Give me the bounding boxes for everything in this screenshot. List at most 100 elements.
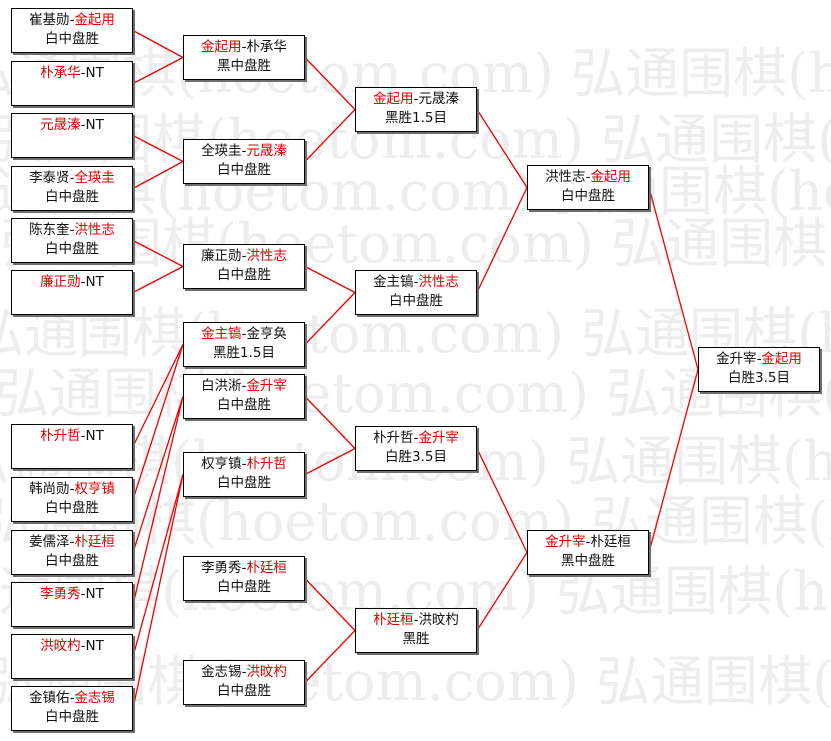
player-one: 白洪淅 bbox=[201, 378, 242, 394]
player-two: NT bbox=[85, 65, 104, 81]
match-players: 韩尚勋-权亨镇 bbox=[12, 480, 132, 499]
player-one: 廉正勋 bbox=[40, 274, 81, 290]
round1-match-box: 陈东奎-洪性志白中盘胜 bbox=[11, 218, 133, 263]
player-one: 金志锡 bbox=[201, 664, 242, 680]
bracket-connector-line bbox=[132, 344, 184, 447]
match-players: 权亨镇-朴升哲 bbox=[184, 455, 304, 474]
player-two: 金亨奂 bbox=[246, 326, 287, 342]
player-two: NT bbox=[85, 428, 104, 444]
round2-match-box: 全瑛圭-元晟溱白中盘胜 bbox=[183, 139, 305, 184]
separator: - bbox=[241, 664, 247, 680]
bracket-connector-line bbox=[304, 578, 356, 631]
separator: - bbox=[69, 170, 75, 186]
separator: - bbox=[241, 143, 247, 159]
round1-match-box: 金镇佑-金志锡白中盘胜 bbox=[11, 686, 133, 731]
separator: - bbox=[413, 612, 419, 628]
round2-match-box: 金起用-朴承华黑中盘胜 bbox=[183, 35, 305, 80]
player-two: 洪性志 bbox=[74, 222, 115, 238]
match-players: 金起用-朴承华 bbox=[184, 38, 304, 57]
round2-match-box: 白洪淅-金升宰白中盘胜 bbox=[183, 374, 305, 419]
match-result: 白中盘胜 bbox=[217, 579, 271, 595]
bracket-connector-line bbox=[476, 448, 528, 553]
separator: - bbox=[80, 586, 86, 602]
round4-match-box: 洪性志-金起用白中盘胜 bbox=[527, 165, 649, 210]
player-one: 元晟溱 bbox=[40, 117, 81, 133]
player-one: 李泰贤 bbox=[29, 170, 70, 186]
player-two: 元晟溱 bbox=[418, 91, 459, 107]
bracket-connector-line bbox=[132, 396, 184, 553]
player-one: 李勇秀 bbox=[40, 586, 81, 602]
separator: - bbox=[69, 690, 75, 706]
bracket-connector-line bbox=[304, 396, 356, 449]
match-players: 李勇秀-朴廷桓 bbox=[184, 559, 304, 578]
round1-match-box: 李勇秀-NT bbox=[11, 582, 133, 627]
match-players: 陈东奎-洪性志 bbox=[12, 221, 132, 240]
match-result: 黑中盘胜 bbox=[561, 553, 615, 569]
match-result: 白胜3.5目 bbox=[385, 449, 447, 465]
separator: - bbox=[241, 378, 247, 394]
separator: - bbox=[585, 534, 591, 550]
player-one: 姜儒泽 bbox=[29, 534, 70, 550]
player-two: 金升宰 bbox=[418, 430, 459, 446]
player-two: NT bbox=[85, 274, 104, 290]
player-one: 洪性志 bbox=[545, 169, 586, 185]
player-one: 金起用 bbox=[201, 39, 242, 55]
round2-match-box: 李勇秀-朴廷桓白中盘胜 bbox=[183, 556, 305, 601]
match-players: 李泰贤-全瑛圭 bbox=[12, 169, 132, 188]
player-two: 洪旼杓 bbox=[418, 612, 459, 628]
round2-match-box: 廉正勋-洪性志白中盘胜 bbox=[183, 244, 305, 289]
player-two: 洪旼杓 bbox=[246, 664, 287, 680]
player-one: 陈东奎 bbox=[29, 222, 70, 238]
player-one: 韩尚勋 bbox=[29, 481, 70, 497]
player-two: 洪性志 bbox=[246, 248, 287, 264]
player-one: 朴升哲 bbox=[373, 430, 414, 446]
player-one: 金升宰 bbox=[716, 351, 757, 367]
player-one: 金主镐 bbox=[201, 326, 242, 342]
player-two: 朴廷桓 bbox=[246, 560, 287, 576]
match-players: 金主镐-洪性志 bbox=[356, 273, 476, 292]
player-two: 金起用 bbox=[74, 12, 115, 28]
separator: - bbox=[413, 91, 419, 107]
match-result: 白中盘胜 bbox=[217, 267, 271, 283]
bracket-connector-line bbox=[132, 265, 184, 294]
match-result: 黑胜 bbox=[402, 631, 430, 647]
match-players: 金升宰-金起用 bbox=[699, 350, 819, 369]
player-two: 权亨镇 bbox=[74, 481, 115, 497]
player-one: 朴承华 bbox=[40, 65, 81, 81]
separator: - bbox=[241, 248, 247, 264]
bracket-connector-line bbox=[304, 447, 356, 476]
bracket-connector-line bbox=[476, 109, 528, 188]
match-players: 洪旼杓-NT bbox=[12, 637, 132, 656]
match-players: 李勇秀-NT bbox=[12, 585, 132, 604]
final-match-box: 金升宰-金起用白胜3.5目 bbox=[698, 347, 820, 392]
bracket-connector-line bbox=[304, 57, 356, 110]
match-result: 白中盘胜 bbox=[561, 188, 615, 204]
player-two: 洪性志 bbox=[418, 274, 459, 290]
player-two: NT bbox=[85, 586, 104, 602]
round2-match-box: 金志锡-洪旼杓白中盘胜 bbox=[183, 660, 305, 705]
match-result: 白胜3.5目 bbox=[728, 370, 790, 386]
bracket-connector-line bbox=[132, 396, 184, 605]
match-players: 朴升哲-金升宰 bbox=[356, 429, 476, 448]
bracket-connector-line bbox=[132, 134, 184, 163]
player-two: 朴承华 bbox=[246, 39, 287, 55]
round1-match-box: 崔基勋-金起用白中盘胜 bbox=[11, 8, 133, 53]
player-two: 元晟溱 bbox=[246, 143, 287, 159]
separator: - bbox=[80, 638, 86, 654]
round1-match-box: 韩尚勋-权亨镇白中盘胜 bbox=[11, 477, 133, 522]
watermark-text: 弘通围棋(hoetom.com) 弘通围棋(hoetom.com) bbox=[0, 160, 831, 223]
match-result: 黑中盘胜 bbox=[217, 58, 271, 74]
bracket-connector-line bbox=[132, 160, 184, 190]
player-one: 金起用 bbox=[373, 91, 414, 107]
bracket-connector-line bbox=[648, 369, 699, 553]
player-one: 朴升哲 bbox=[40, 428, 81, 444]
player-two: 金志锡 bbox=[74, 690, 115, 706]
separator: - bbox=[756, 351, 762, 367]
watermark-text: 弘通围棋(hoetom.com) 弘通围棋(hoetom.com) bbox=[0, 362, 831, 425]
player-one: 朴廷桓 bbox=[373, 612, 414, 628]
bracket-connector-line bbox=[132, 344, 184, 500]
match-players: 金起用-元晟溱 bbox=[356, 90, 476, 109]
match-players: 姜儒泽-朴廷桓 bbox=[12, 533, 132, 552]
round1-match-box: 李泰贤-全瑛圭白中盘胜 bbox=[11, 166, 133, 211]
match-result: 白中盘胜 bbox=[45, 709, 99, 725]
